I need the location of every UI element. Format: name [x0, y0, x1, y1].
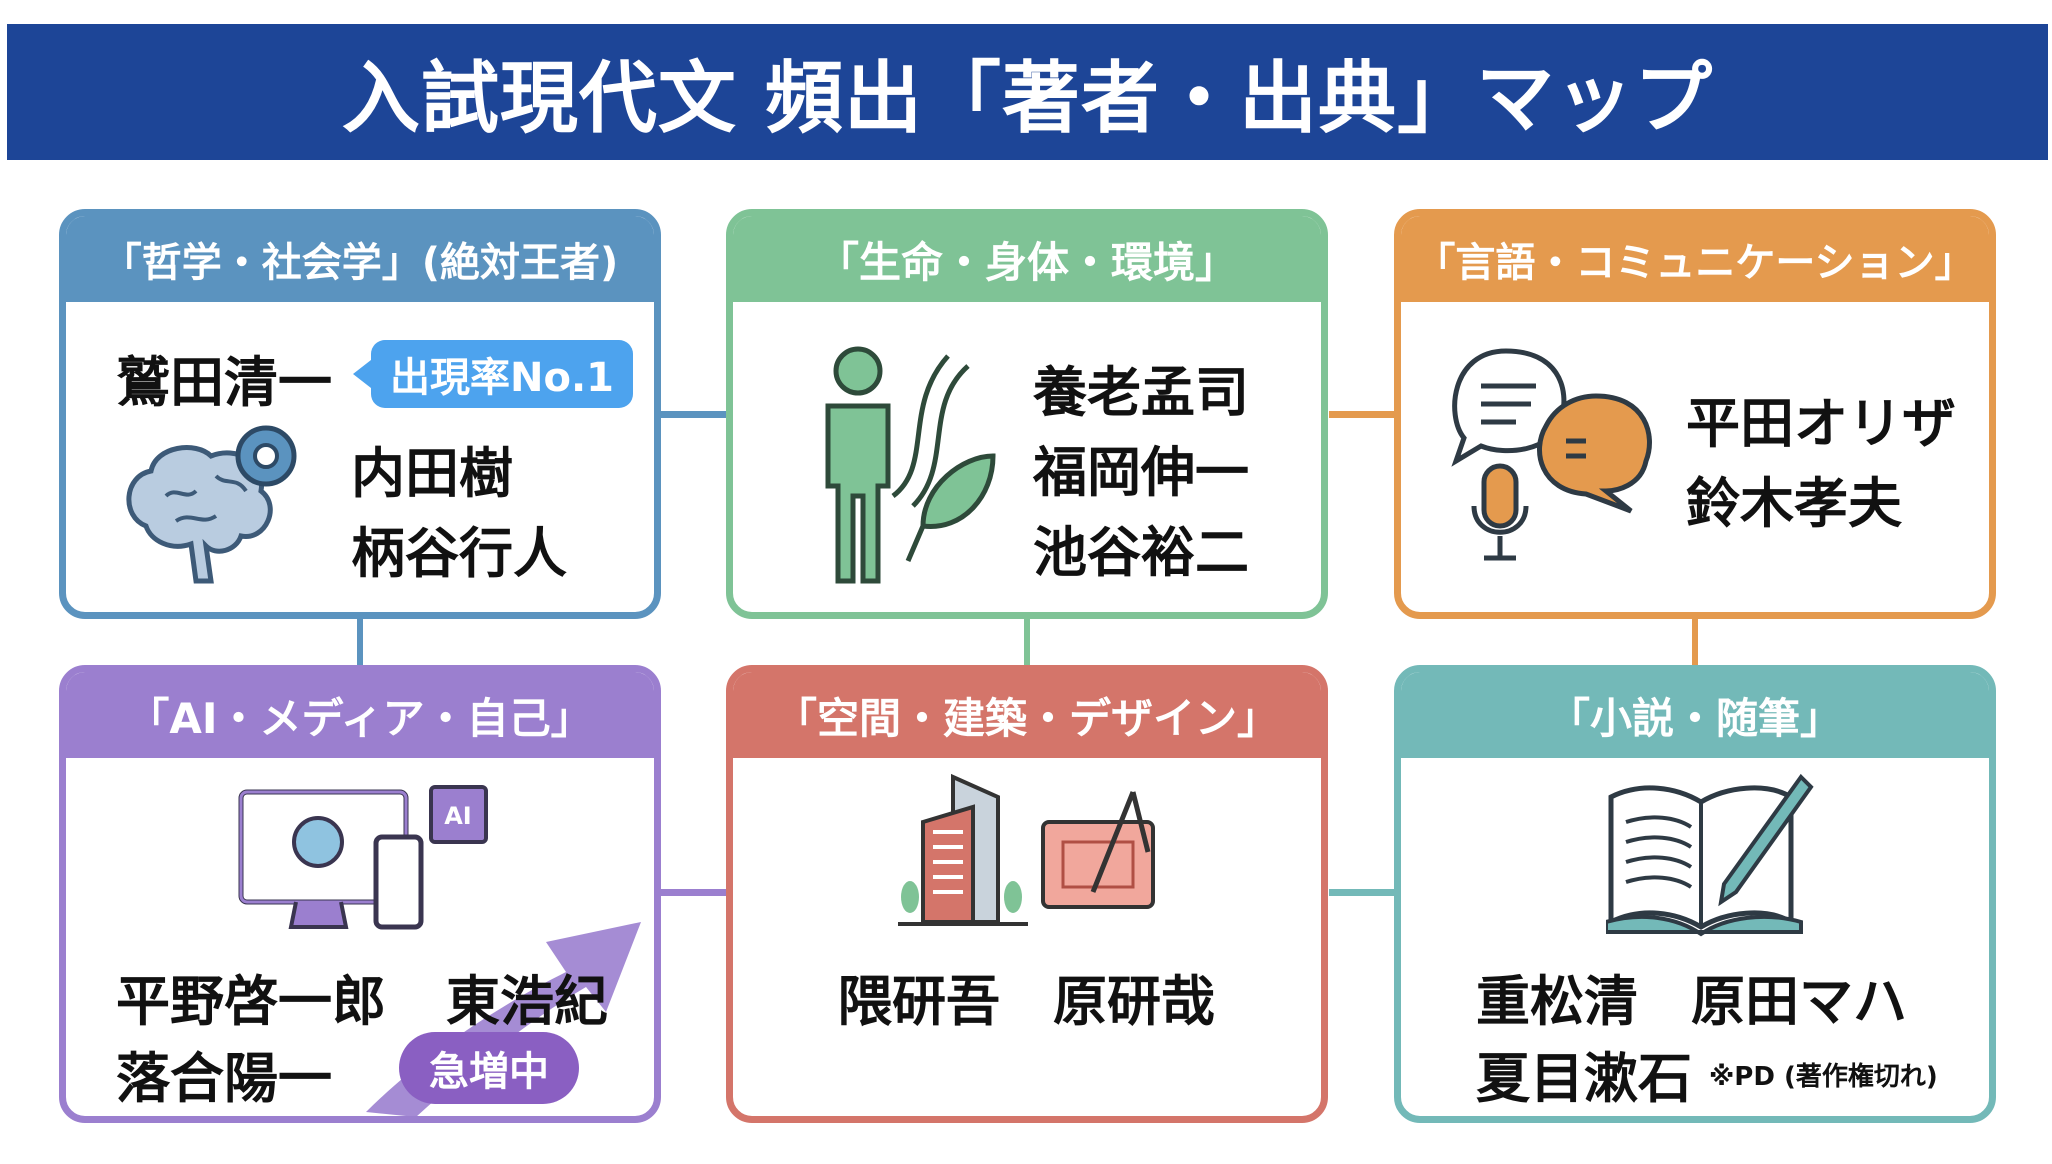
author-name: 重松清	[1476, 970, 1638, 1033]
card-ai-media: 「AI・メディア・自己」 AI 平野啓一郎 東浩紀 落合陽一 急増中	[59, 665, 661, 1123]
card-header: 「言語・コミュニケーション」	[1401, 216, 1989, 302]
author-name: 隈研吾	[838, 970, 1000, 1033]
connector	[1024, 619, 1030, 665]
connector	[661, 889, 726, 896]
connector	[1329, 411, 1394, 418]
person-dna-leaf-icon	[825, 346, 996, 584]
public-domain-note: ※PD (著作権切れ)	[1709, 1062, 1938, 1092]
book-pen-icon	[1606, 773, 1814, 937]
author-name: 福岡伸一	[1033, 441, 1249, 504]
author-name: 東浩紀	[446, 970, 608, 1033]
author-name: 養老孟司	[1033, 361, 1249, 424]
card-header: 「生命・身体・環境」	[733, 216, 1321, 302]
author-name: 池谷裕二	[1033, 521, 1249, 584]
page-title: 入試現代文 頻出「著者・出典」マップ	[341, 54, 1714, 144]
card-header: 「空間・建築・デザイン」	[733, 672, 1321, 758]
computer-ai-chip-icon: AI	[238, 785, 488, 930]
author-name: 平田オリザ	[1686, 392, 1956, 455]
author-name: 原田マハ	[1691, 970, 1907, 1033]
frequency-badge: 出現率No.1	[371, 340, 633, 408]
svg-text:AI: AI	[444, 802, 472, 830]
author-name: 夏目漱石	[1476, 1047, 1692, 1110]
connector	[1692, 619, 1698, 665]
connector	[357, 619, 363, 665]
author-name: 内田樹	[351, 442, 513, 505]
connector	[661, 411, 726, 418]
card-life: 「生命・身体・環境」 養老孟司 福岡伸一 池谷裕二	[726, 209, 1328, 619]
card-header: 「哲学・社会学」(絶対王者)	[66, 216, 654, 302]
author-name: 鷲田清一	[116, 351, 332, 414]
trend-badge: 急増中	[399, 1032, 579, 1104]
card-philosophy: 「哲学・社会学」(絶対王者) 鷲田清一 出現率No.1 内田樹 柄谷行人	[59, 209, 661, 619]
author-name: 平野啓一郎	[116, 970, 386, 1033]
author-name: 柄谷行人	[351, 522, 567, 585]
author-name: 鈴木孝夫	[1686, 472, 1902, 535]
author-name: 原研哉	[1053, 970, 1215, 1033]
author-name: 落合陽一	[116, 1047, 332, 1110]
card-language: 「言語・コミュニケーション」 平田オリザ 鈴木孝夫	[1394, 209, 1996, 619]
connector	[1329, 889, 1394, 896]
card-space-design: 「空間・建築・デザイン」 隈研吾 原研哉	[726, 665, 1328, 1123]
building-blueprint-icon	[898, 773, 1155, 926]
badge-pointer	[353, 360, 371, 388]
speech-bubbles-microphone-icon	[1451, 348, 1652, 561]
brain-gear-icon	[126, 425, 297, 584]
card-header: 「小説・随筆」	[1401, 672, 1989, 758]
card-header: 「AI・メディア・自己」	[66, 672, 654, 758]
title-banner: 入試現代文 頻出「著者・出典」マップ	[7, 24, 2048, 160]
card-novel-essay: 「小説・随筆」 重松清 原田マハ 夏目漱石 ※PD (著作権切れ)	[1394, 665, 1996, 1123]
